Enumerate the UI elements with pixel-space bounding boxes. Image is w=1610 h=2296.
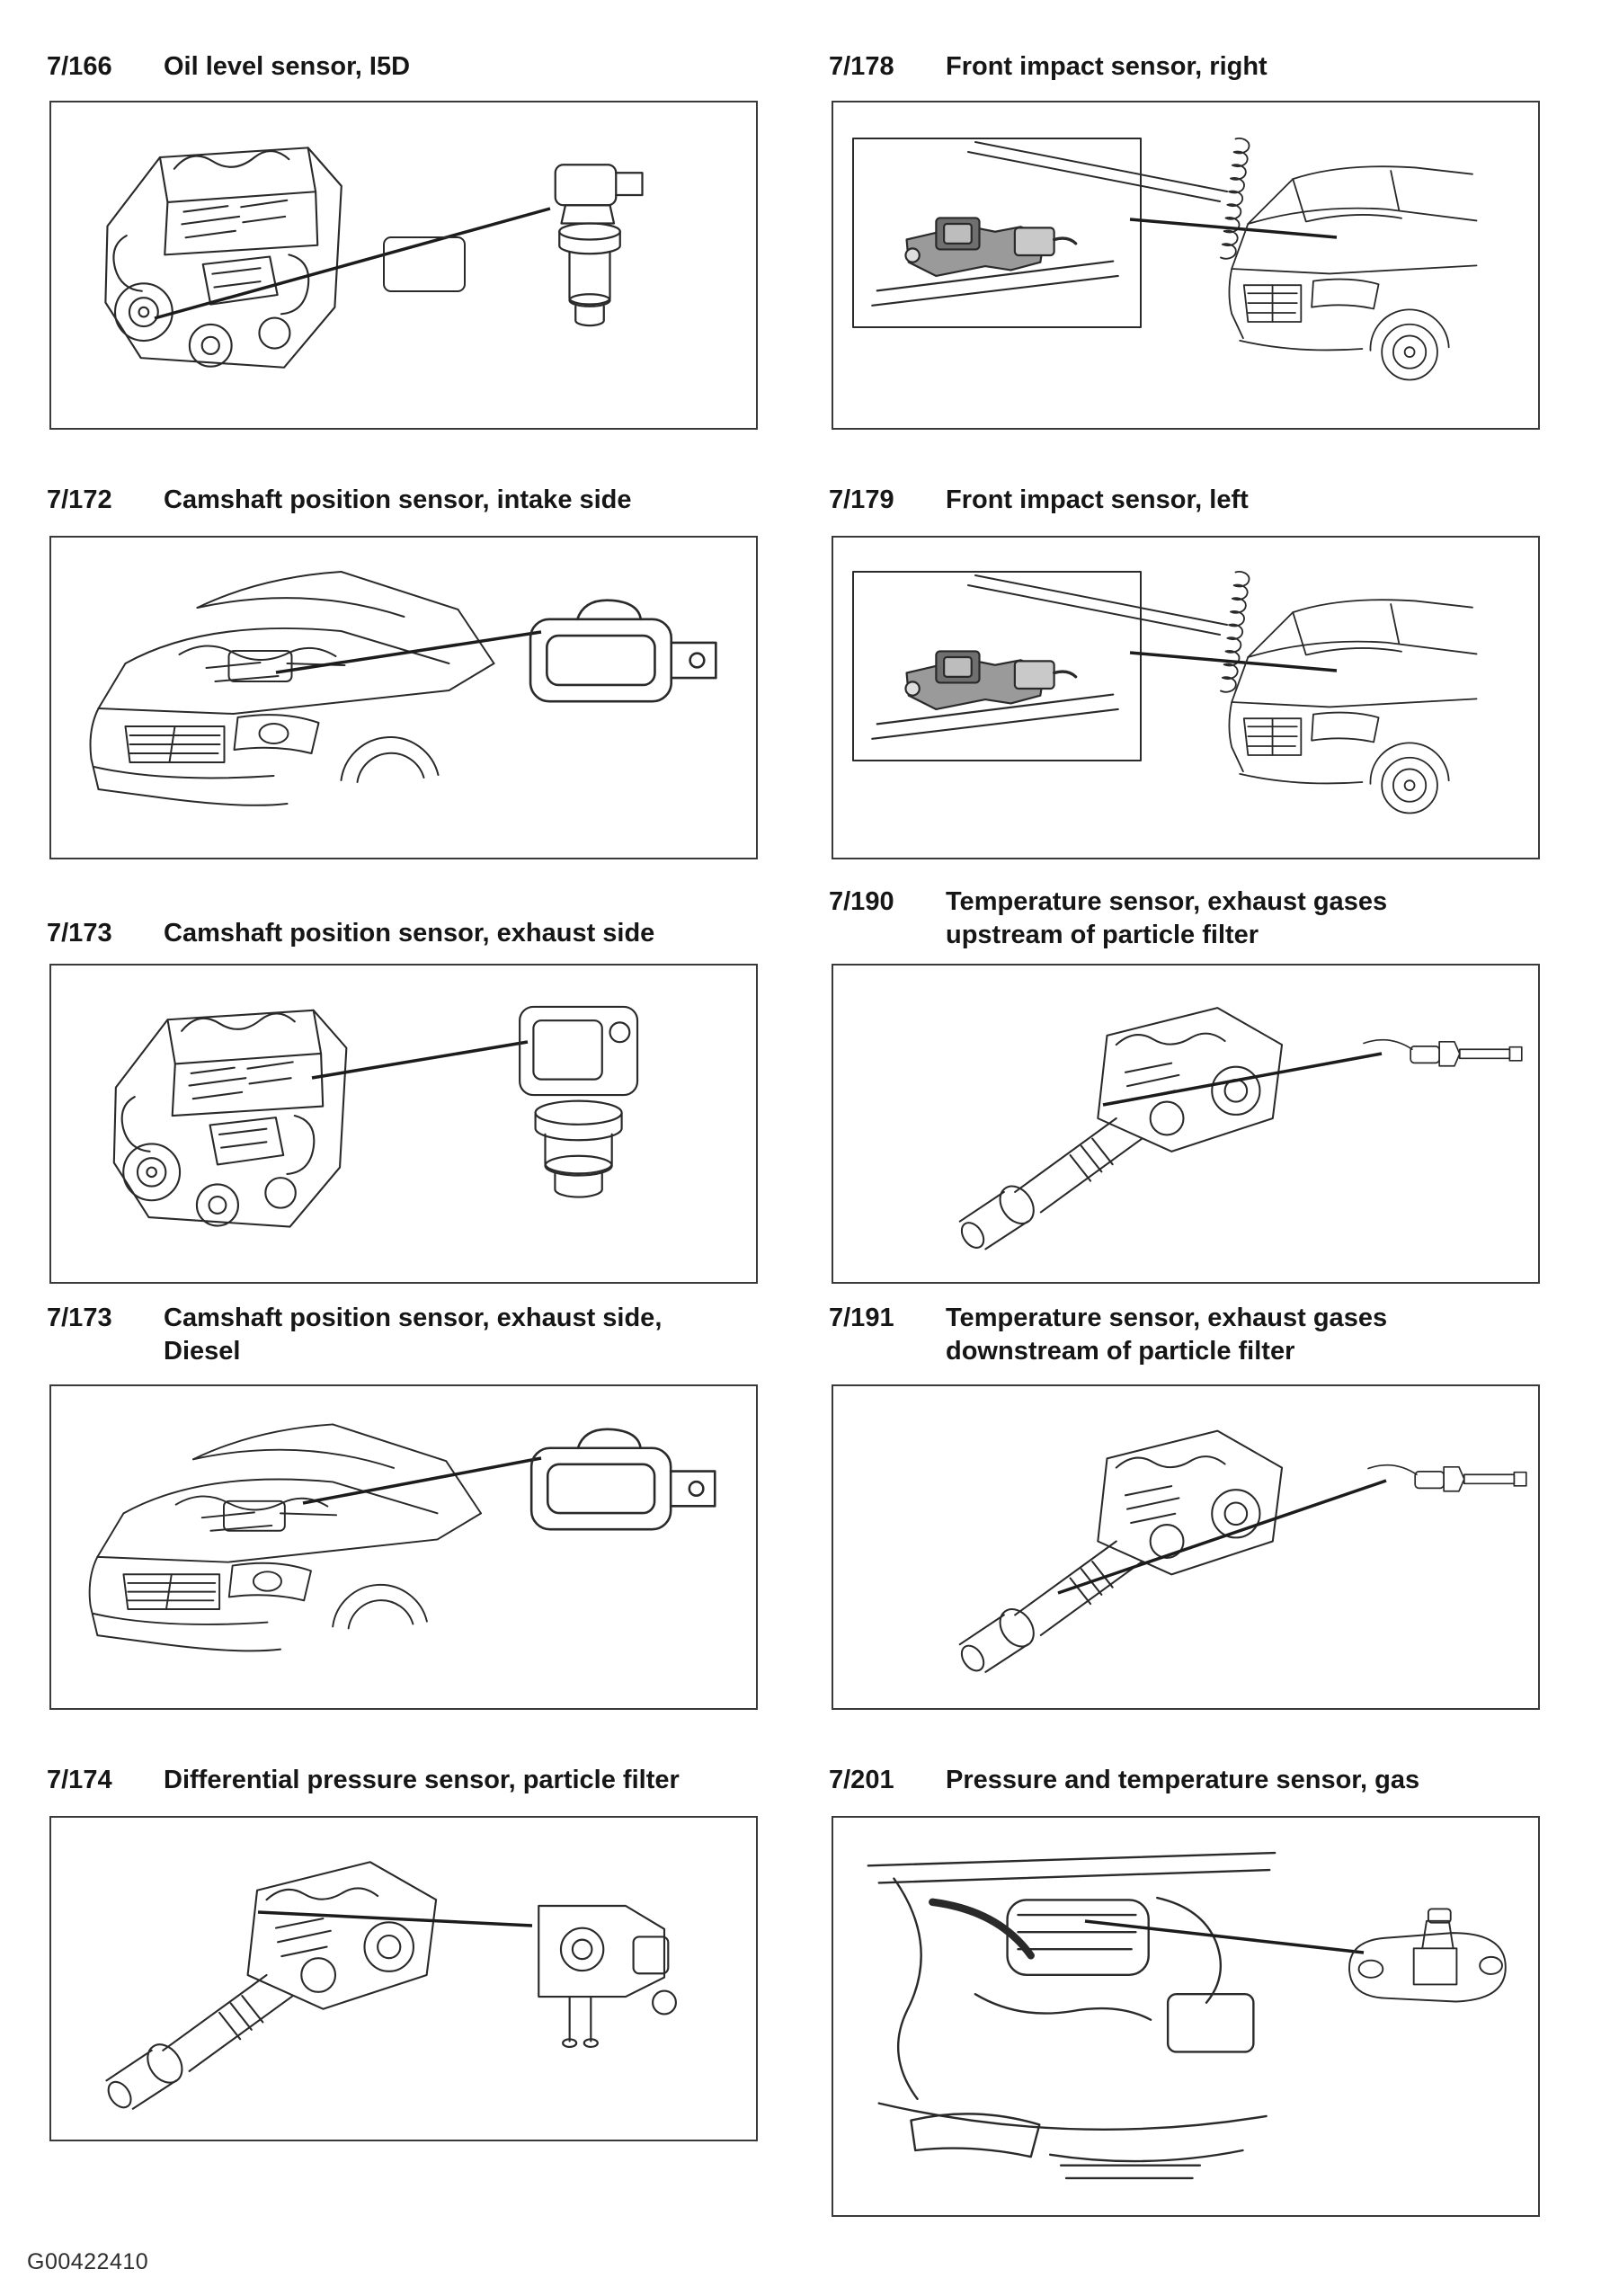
leader-line <box>275 630 542 674</box>
figure-heading: 7/173 Camshaft position sensor, exhaust … <box>47 917 739 950</box>
figure-ref: 7/173 <box>47 919 112 948</box>
detail-inset-box <box>852 138 1142 328</box>
figure-heading: 7/178 Front impact sensor, right <box>829 50 1521 84</box>
engine-bay-illustration <box>868 1853 1275 2178</box>
rail-tube <box>967 574 1228 636</box>
figure-camshaft-sensor-intake <box>49 536 758 859</box>
figure-camshaft-sensor-exhaust <box>49 964 758 1284</box>
figure-pressure-temp-sensor-gas <box>832 1816 1540 2217</box>
figure-heading: 7/191 Temperature sensor, exhaust gases … <box>829 1302 1521 1368</box>
differential-pressure-illustration <box>102 1861 677 2113</box>
figure-temp-sensor-downstream <box>832 1384 1540 1710</box>
figure-title: Oil level sensor, I5D <box>164 52 411 81</box>
camshaft-diesel-illustration <box>88 1423 716 1652</box>
figure-heading: 7/172 Camshaft position sensor, intake s… <box>47 484 739 517</box>
figure-heading: 7/179 Front impact sensor, left <box>829 484 1521 517</box>
engine-illustration <box>104 147 342 369</box>
coiled-cable <box>1220 570 1250 693</box>
figure-temp-sensor-upstream <box>832 964 1540 1284</box>
leader-line <box>1129 651 1338 672</box>
oil-level-sensor-illustration <box>104 147 644 369</box>
figure-ref: 7/201 <box>829 1766 894 1794</box>
oil-sensor-part <box>554 164 644 327</box>
temp-downstream-illustration <box>956 1429 1527 1677</box>
suv-illustration <box>1228 165 1478 381</box>
figure-ref: 7/173 <box>47 1304 112 1332</box>
figure-camshaft-sensor-exhaust-diesel <box>49 1384 758 1710</box>
flange-sensor-part <box>1348 1908 1507 2003</box>
figure-title: Camshaft position sensor, exhaust side <box>164 919 655 948</box>
figure-title: Front impact sensor, left <box>946 485 1249 514</box>
leader-line <box>1057 1479 1387 1595</box>
figure-heading: 7/174 Differential pressure sensor, part… <box>47 1764 739 1797</box>
figure-heading: 7/201 Pressure and temperature sensor, g… <box>829 1764 1521 1797</box>
engine-illustration <box>112 1009 348 1228</box>
leader-line <box>1102 1052 1383 1107</box>
figure-heading: 7/173 Camshaft position sensor, exhaust … <box>47 1302 739 1368</box>
leader-line <box>1129 218 1338 239</box>
figure-ref: 7/178 <box>829 52 894 81</box>
camshaft-sensor-part <box>529 599 717 703</box>
leader-line <box>1084 1919 1365 1954</box>
detail-inset-box <box>852 571 1142 761</box>
camshaft-exhaust-illustration <box>112 1005 639 1228</box>
camshaft-intake-illustration <box>89 570 717 806</box>
pressure-temp-gas-illustration <box>833 1818 1507 2215</box>
figure-title: Camshaft position sensor, exhaust side, … <box>164 1304 663 1366</box>
figure-title: Front impact sensor, right <box>946 52 1268 81</box>
figure-id-code: G00422410 <box>27 2249 149 2274</box>
figure-title: Pressure and temperature sensor, gas <box>946 1766 1420 1794</box>
figure-ref: 7/190 <box>829 887 894 916</box>
impact-sensor-left-illustration <box>852 570 1478 814</box>
impact-sensor-part <box>870 216 1120 307</box>
figure-title: Temperature sensor, exhaust gases downst… <box>946 1304 1388 1366</box>
camshaft-sensor-part <box>529 1428 716 1531</box>
pressure-sensor-part <box>538 1904 677 2049</box>
impact-sensor-right-illustration <box>852 137 1478 381</box>
figure-front-impact-sensor-left <box>832 536 1540 859</box>
figure-ref: 7/166 <box>47 52 112 81</box>
exhaust-assembly-illustration <box>956 1429 1284 1677</box>
coiled-cable <box>1220 137 1250 260</box>
figure-title: Differential pressure sensor, particle f… <box>164 1766 680 1794</box>
rail-tube <box>967 141 1228 202</box>
temperature-probe-part <box>1363 1038 1523 1067</box>
camshaft-sensor-part <box>519 1005 639 1198</box>
temp-upstream-illustration <box>956 1007 1523 1253</box>
temperature-probe-part <box>1367 1464 1527 1492</box>
figure-title: Temperature sensor, exhaust gases upstre… <box>946 887 1388 950</box>
leader-line <box>154 207 551 320</box>
figure-front-impact-sensor-right <box>832 101 1540 430</box>
figure-heading: 7/166 Oil level sensor, I5D <box>47 50 739 84</box>
figure-heading: 7/190 Temperature sensor, exhaust gases … <box>829 885 1521 952</box>
leader-line <box>257 1910 533 1927</box>
car-front-illustration <box>89 570 495 806</box>
exhaust-assembly-illustration <box>956 1007 1284 1253</box>
leader-line <box>311 1040 529 1080</box>
figure-ref: 7/179 <box>829 485 894 514</box>
impact-sensor-part <box>870 649 1120 741</box>
exhaust-assembly-illustration <box>102 1861 438 2113</box>
leader-line <box>302 1456 542 1505</box>
figure-oil-level-sensor <box>49 101 758 430</box>
figure-ref: 7/172 <box>47 485 112 514</box>
ecu-box <box>383 236 466 292</box>
figure-ref: 7/174 <box>47 1766 112 1794</box>
figure-title: Camshaft position sensor, intake side <box>164 485 632 514</box>
suv-illustration <box>1228 599 1478 814</box>
figure-ref: 7/191 <box>829 1304 894 1332</box>
figure-differential-pressure-sensor <box>49 1816 758 2141</box>
car-front-illustration <box>88 1423 483 1652</box>
